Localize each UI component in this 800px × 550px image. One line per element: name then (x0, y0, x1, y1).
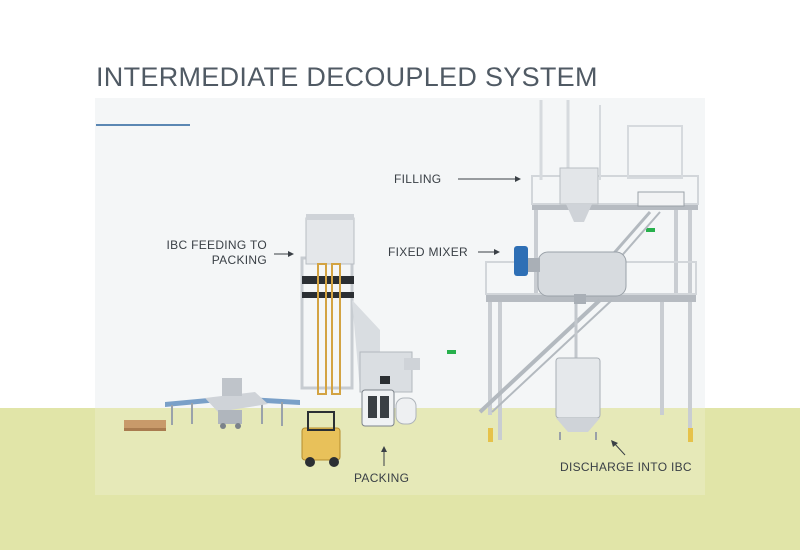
status-indicator (447, 350, 456, 354)
label-fixed-mixer: FIXED MIXER (388, 245, 468, 259)
forklift (301, 411, 341, 467)
arrow-filling (458, 176, 521, 182)
arrow-ibc-feeding (274, 251, 294, 257)
label-ibc-feeding-line1: IBC FEEDING TO (166, 238, 267, 252)
slide-title: INTERMEDIATE DECOUPLED SYSTEM (96, 62, 598, 92)
check-weigher (205, 378, 268, 429)
arrow-packing (381, 446, 387, 466)
packing-machine (359, 351, 420, 427)
arrow-fixed-mixer (478, 249, 500, 255)
safety-posts (488, 428, 693, 442)
label-ibc-feeding-line2: PACKING (211, 253, 267, 267)
status-indicator (646, 228, 655, 232)
label-packing: PACKING (354, 471, 410, 485)
filling-unit (559, 167, 685, 222)
support-structure (485, 100, 699, 440)
fixed-mixer (514, 246, 627, 304)
pallet (124, 420, 166, 431)
label-discharge: DISCHARGE INTO IBC (560, 460, 692, 474)
title-underline (96, 124, 190, 126)
label-ibc-feeding: IBC FEEDING TO PACKING (159, 238, 267, 268)
ibc-container (555, 304, 601, 440)
label-filling: FILLING (394, 172, 442, 186)
arrow-discharge (611, 440, 626, 456)
